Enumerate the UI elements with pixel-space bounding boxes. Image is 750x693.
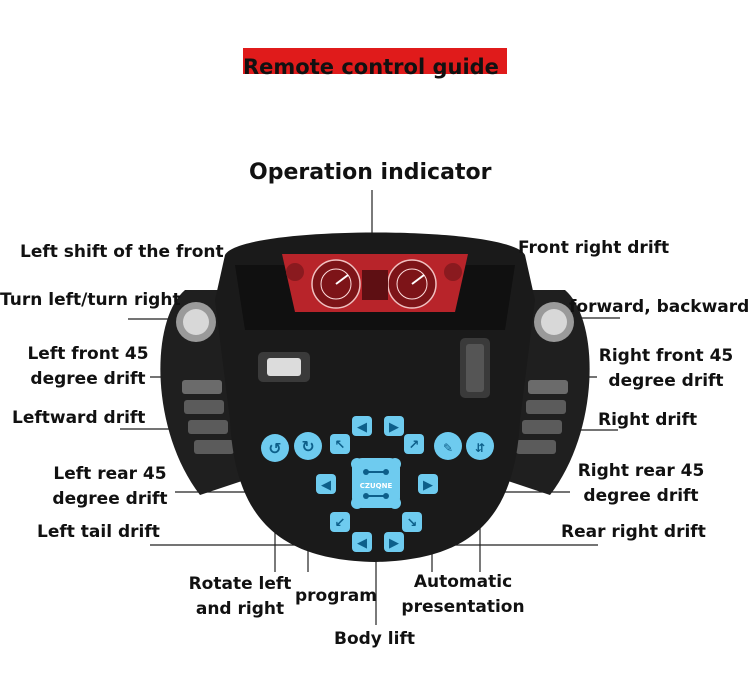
left-shift-front-button[interactable]: ◀ <box>352 416 372 436</box>
arrow-left-icon: ◀ <box>357 420 367 435</box>
arrow-left-icon: ◀ <box>357 536 367 551</box>
right-shoulder-knob <box>534 302 574 342</box>
leftward-drift-button[interactable]: ◀ <box>316 474 336 494</box>
leftward-drift-label: Leftward drift <box>12 408 146 428</box>
right-front-45-label-2: degree drift <box>608 371 724 391</box>
title-highlight <box>243 48 507 74</box>
left-front-45-drift-button[interactable]: ↖ <box>330 434 350 454</box>
arrow-down-right-icon: ↘ <box>407 516 418 531</box>
right-drift-button[interactable]: ▶ <box>418 474 438 494</box>
automatic-presentation-button[interactable]: ✎ <box>434 432 462 460</box>
front-right-drift-button[interactable]: ▶ <box>384 416 404 436</box>
right-drift-label: Right drift <box>598 410 698 430</box>
demo-icon: ✎ <box>443 441 453 455</box>
forward-backward-label: forward, backward <box>569 297 750 317</box>
body-lift-button[interactable]: CZUQNE <box>351 458 401 509</box>
automatic-label-2: presentation <box>401 597 525 617</box>
lift-icon: ⇵ <box>475 441 485 455</box>
left-front-45-label-2: degree drift <box>30 369 146 389</box>
right-rear-45-label-2: degree drift <box>583 486 699 506</box>
operation-indicator-label: Operation indicator <box>249 160 492 185</box>
left-rear-45-drift-button[interactable]: ↙ <box>330 512 350 532</box>
left-rear-45-label-2: degree drift <box>52 489 168 509</box>
rotate-button[interactable]: ↺ <box>261 434 289 462</box>
left-shoulder-knob <box>176 302 216 342</box>
rear-right-drift-label: Rear right drift <box>561 522 706 542</box>
arrow-right-icon: ▶ <box>389 536 399 551</box>
arrow-right-icon: ▶ <box>423 478 433 493</box>
right-front-45-drift-button[interactable]: ↗ <box>404 434 424 454</box>
arrow-up-right-icon: ↗ <box>409 438 420 453</box>
arrow-left-icon: ◀ <box>321 478 331 493</box>
rotate-ccw-icon: ↺ <box>268 439 281 458</box>
right-front-45-label-1: Right front 45 <box>598 346 734 366</box>
left-front-45-label-1: Left front 45 <box>27 344 149 364</box>
rotate-label-1: Rotate left <box>188 574 292 594</box>
rotate-label-2: and right <box>195 599 285 619</box>
body-lift-extra-button[interactable]: ⇵ <box>466 432 494 460</box>
left-tail-drift-label: Left tail drift <box>37 522 160 542</box>
left-tail-drift-button[interactable]: ◀ <box>352 532 372 552</box>
arrow-up-left-icon: ↖ <box>335 438 346 453</box>
automatic-label-1: Automatic <box>413 572 513 592</box>
rear-right-drift-button[interactable]: ▶ <box>384 532 404 552</box>
right-rear-45-drift-button[interactable]: ↘ <box>402 512 422 532</box>
program-label: program <box>295 586 377 606</box>
left-rear-45-label-1: Left rear 45 <box>53 464 167 484</box>
turn-left-right-label: Turn left/turn right <box>0 290 181 310</box>
left-shift-front-label: Left shift of the front <box>20 242 224 262</box>
operation-indicator-display <box>282 254 468 312</box>
body-lift-label: Body lift <box>334 629 415 649</box>
right-rear-45-label-1: Right rear 45 <box>577 461 705 481</box>
program-button[interactable]: ↻ <box>294 432 322 460</box>
arrow-right-icon: ▶ <box>389 420 399 435</box>
page-title: Remote control guide <box>243 55 499 79</box>
front-right-drift-label: Front right drift <box>518 238 670 258</box>
arrow-down-left-icon: ↙ <box>335 516 346 531</box>
center-pad-brand: CZUQNE <box>360 482 393 490</box>
rotate-cw-icon: ↻ <box>301 437 314 456</box>
